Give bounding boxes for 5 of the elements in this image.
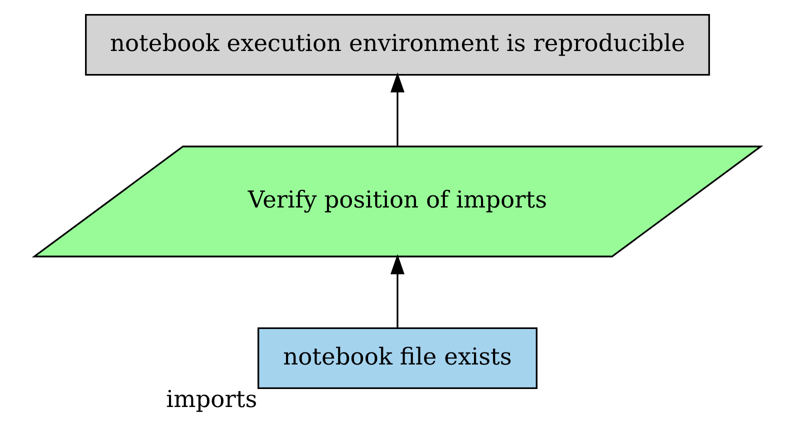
arrow [390, 72, 404, 146]
node-box: notebook file exists [257, 327, 537, 389]
node-label: imports [166, 384, 257, 413]
arrow [390, 254, 404, 328]
node-box: notebook execution environment is reproducible [84, 14, 710, 76]
